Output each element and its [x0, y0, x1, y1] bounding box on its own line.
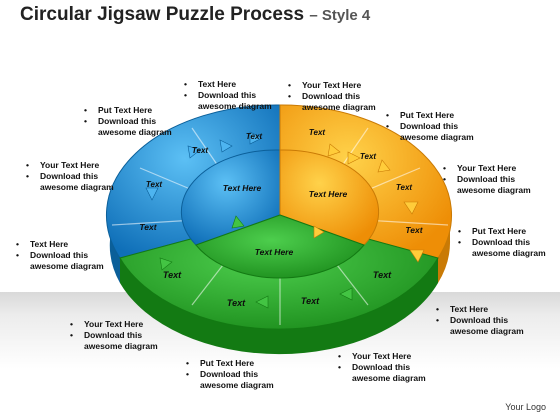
arrow-icon: [231, 215, 245, 229]
arrow-icon: [409, 249, 425, 263]
segment-label: Text: [163, 270, 182, 280]
segment-label: Text: [309, 128, 325, 137]
logo-text: Your Logo: [505, 402, 546, 412]
center-label-green: Text Here: [255, 247, 294, 257]
arrow-icon: [187, 145, 201, 159]
callout: •Your Text Here •Download this awesome d…: [338, 351, 426, 383]
arrow-icon: [219, 139, 233, 153]
arrow-icon: [403, 201, 419, 215]
side-wall-orange: [438, 215, 451, 283]
callout: •Text Here •Download this awesome diagra…: [184, 79, 272, 111]
arrow-icon: [159, 257, 173, 271]
side-wall-green: [120, 258, 438, 355]
callout: •Text Here •Download this awesome diagra…: [16, 239, 104, 271]
callout: •Put Text Here •Download this awesome di…: [386, 110, 474, 142]
inner-disc-orange: [279, 149, 380, 246]
title-main: Circular Jigsaw Puzzle Process: [20, 4, 305, 25]
callout: •Put Text Here •Download this awesome di…: [186, 358, 274, 390]
arrow-icon: [255, 295, 269, 309]
segment-label: Text: [139, 222, 157, 232]
callout: •Your Text Here •Download this awesome d…: [288, 80, 376, 112]
segment-label: Text: [227, 298, 246, 308]
segment-label: Text: [246, 132, 262, 141]
arrow-icon: [339, 287, 353, 301]
center-label-blue: Text Here: [223, 183, 262, 193]
arrow-icon: [249, 131, 263, 145]
arrow-icon: [327, 143, 341, 157]
segment-label: Text: [373, 270, 392, 280]
inner-disc-blue: [180, 149, 281, 246]
title-style: – Style 4: [309, 7, 371, 24]
callout: •Your Text Here •Download this awesome d…: [26, 160, 114, 192]
segment-label: Text: [192, 146, 208, 155]
arrow-icon: [145, 187, 159, 201]
segment-label: Text: [360, 152, 376, 161]
center-label-orange: Text Here: [309, 189, 348, 199]
page-title: Circular Jigsaw Puzzle Process – Style 4: [20, 4, 370, 26]
arrow-icon: [313, 225, 325, 239]
callout: •Your Text Here •Download this awesome d…: [443, 163, 531, 195]
flow-arrows: [145, 131, 425, 309]
callout: •Put Text Here •Download this awesome di…: [458, 226, 546, 258]
arrow-icon: [347, 151, 361, 165]
inner-disc: [180, 149, 380, 279]
segment-label: Text: [301, 296, 320, 306]
callout: •Your Text Here •Download this awesome d…: [70, 319, 158, 351]
arrow-icon: [377, 159, 391, 173]
segment-label: Text: [405, 225, 423, 235]
callout: •Put Text Here •Download this awesome di…: [84, 105, 172, 137]
callout: •Text Here •Download this awesome diagra…: [436, 304, 524, 336]
segment-label: Text: [396, 183, 412, 192]
segment-label: Text: [146, 180, 162, 189]
